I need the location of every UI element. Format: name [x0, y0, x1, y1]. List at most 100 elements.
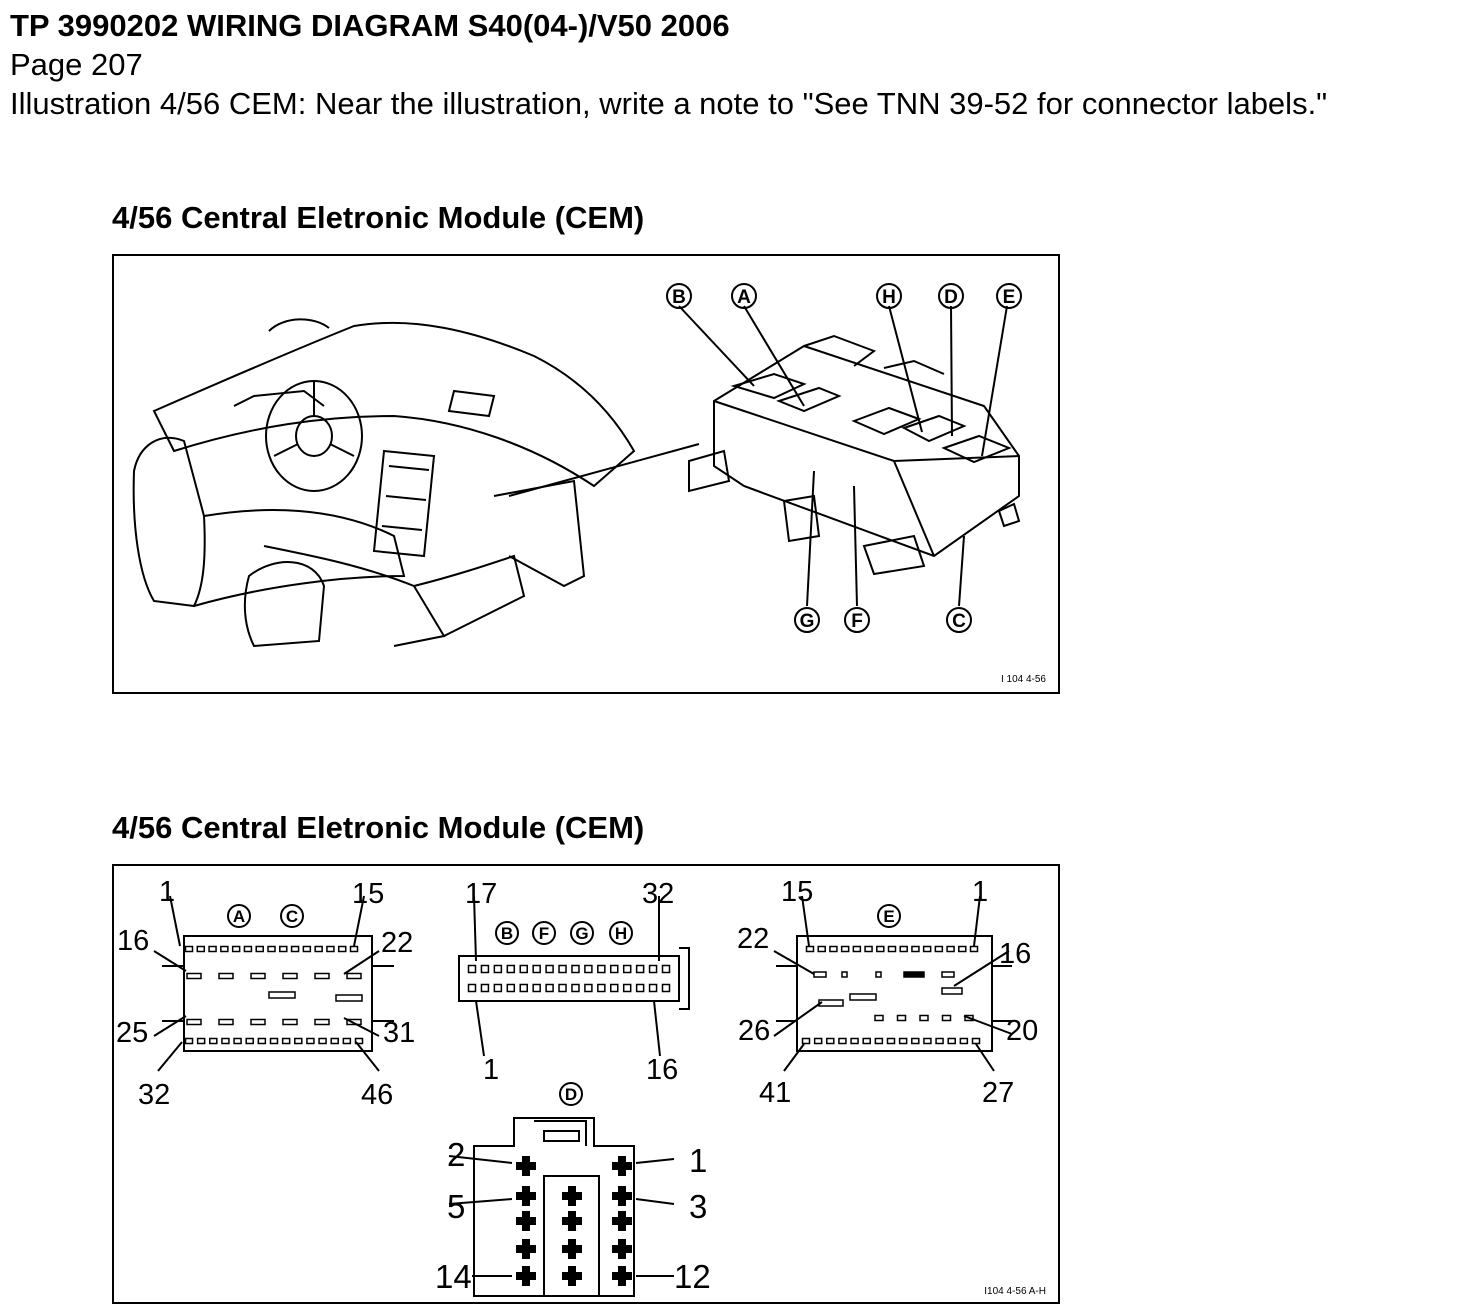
connector-pin: [635, 983, 645, 993]
connector-pin: [282, 972, 298, 980]
connector-pin: [184, 1037, 194, 1045]
pin-label-ac-25: 25: [116, 1017, 148, 1049]
figure-code: I104 4-56 A-H: [984, 1286, 1046, 1297]
connector-pin: [648, 983, 658, 993]
connector-pin: [874, 1014, 884, 1022]
pin-label-bfgh-16: 16: [646, 1054, 678, 1086]
connector-pin: [243, 945, 253, 953]
letter-d: D: [565, 1085, 577, 1104]
pin-label-bfgh-32: 32: [642, 878, 674, 910]
callout-d: D: [944, 287, 958, 308]
connector-pin: [896, 1014, 907, 1022]
pin-label-e-20: 20: [1006, 1015, 1038, 1047]
pin-label-d-12: 12: [674, 1258, 711, 1295]
pin-label-bfgh-1: 1: [483, 1054, 499, 1086]
connector-pin: [618, 1211, 626, 1231]
callout-e: E: [1003, 287, 1016, 308]
letter-f: F: [539, 924, 549, 943]
connector-pin: [186, 972, 202, 980]
connector-pin: [584, 964, 593, 974]
connector-pin: [196, 1037, 206, 1045]
connector-pin: [919, 1014, 929, 1022]
connector-pin: [250, 972, 266, 980]
connector-pin: [618, 1156, 626, 1176]
connector-pin: [850, 1037, 859, 1045]
connector-pin: [506, 983, 516, 993]
pin-art: [184, 945, 981, 1286]
connector-pin: [186, 1018, 202, 1026]
connector-pinout-drawing: A C B F G H E D 1 15 16 22 25 31 32 46 1…: [116, 876, 1046, 1297]
connector-pin: [568, 1186, 576, 1206]
connector-pin: [971, 1037, 981, 1045]
letter-b: B: [501, 924, 513, 943]
connector-pin: [493, 964, 503, 974]
connector-pin: [934, 945, 944, 953]
connector-pin: [818, 999, 844, 1007]
connector-pin: [532, 964, 541, 974]
connector-pin: [480, 964, 490, 974]
connector-pin: [964, 1014, 974, 1022]
letter-c: C: [286, 907, 298, 926]
pin-label-d-3: 3: [689, 1188, 707, 1225]
section2-title: 4/56 Central Eletronic Module (CEM): [112, 810, 645, 845]
connector-pin: [584, 983, 593, 993]
connector-pin: [958, 945, 967, 953]
connector-pin: [571, 983, 580, 993]
pin-label-ac-22: 22: [381, 927, 413, 959]
connector-pin: [220, 945, 229, 953]
connector-pin: [522, 1156, 530, 1176]
connector-pin: [306, 1037, 315, 1045]
connector-pin: [568, 1266, 576, 1286]
connector-pin: [519, 983, 528, 993]
connector-pin: [935, 1037, 944, 1045]
connector-pin: [852, 945, 862, 953]
letter-a: A: [233, 907, 245, 926]
connector-pin: [269, 1037, 279, 1045]
connector-pin: [290, 945, 300, 953]
callout-h: H: [882, 287, 896, 308]
connector-pin: [294, 1037, 303, 1045]
connector-pin: [817, 945, 826, 953]
illustration-note: Illustration 4/56 CEM: Near the illustra…: [10, 86, 1328, 121]
connector-pin: [218, 972, 234, 980]
connector-pin: [618, 1239, 626, 1259]
pin-label-d-1: 1: [689, 1142, 707, 1179]
connector-pin: [597, 983, 606, 993]
connector-pin: [618, 1186, 626, 1206]
connector-pin: [282, 1018, 298, 1026]
pin-label-e-41: 41: [759, 1077, 791, 1109]
connector-pin: [947, 1037, 956, 1045]
connector-pin: [281, 1037, 291, 1045]
connector-pin: [218, 1018, 234, 1026]
connector-pin: [467, 983, 477, 993]
connector-pin: [875, 971, 882, 978]
connector-pin: [841, 971, 848, 978]
callout-a: A: [737, 287, 751, 308]
pin-label-ac-16: 16: [117, 925, 149, 957]
connector-pin: [493, 983, 503, 993]
connector-pin: [903, 971, 925, 978]
connector-pin: [279, 945, 288, 953]
connector-pin: [805, 945, 815, 953]
connector-pin: [314, 945, 323, 953]
connector-pin: [545, 964, 554, 974]
connector-pin: [899, 945, 908, 953]
callout-f: F: [851, 611, 863, 632]
connector-pin: [314, 1018, 330, 1026]
connector-pin: [257, 1037, 267, 1045]
connector-pin: [941, 1014, 952, 1022]
connector-pin: [545, 983, 554, 993]
connector-pin: [209, 1037, 218, 1045]
callout-b: B: [672, 287, 686, 308]
connector-pin: [568, 1239, 576, 1259]
connector-pin: [208, 945, 217, 953]
connector-pin: [610, 964, 619, 974]
pin-label-d-14: 14: [435, 1258, 472, 1295]
connector-pin: [568, 1211, 576, 1231]
letter-g: G: [575, 924, 588, 943]
connector-pin: [886, 1037, 896, 1045]
connector-pin: [255, 945, 264, 953]
connector-pin: [862, 1037, 871, 1045]
connector-pin: [597, 964, 606, 974]
cem-location-drawing: B A H D E G F C I 104 4-56: [132, 283, 1046, 685]
